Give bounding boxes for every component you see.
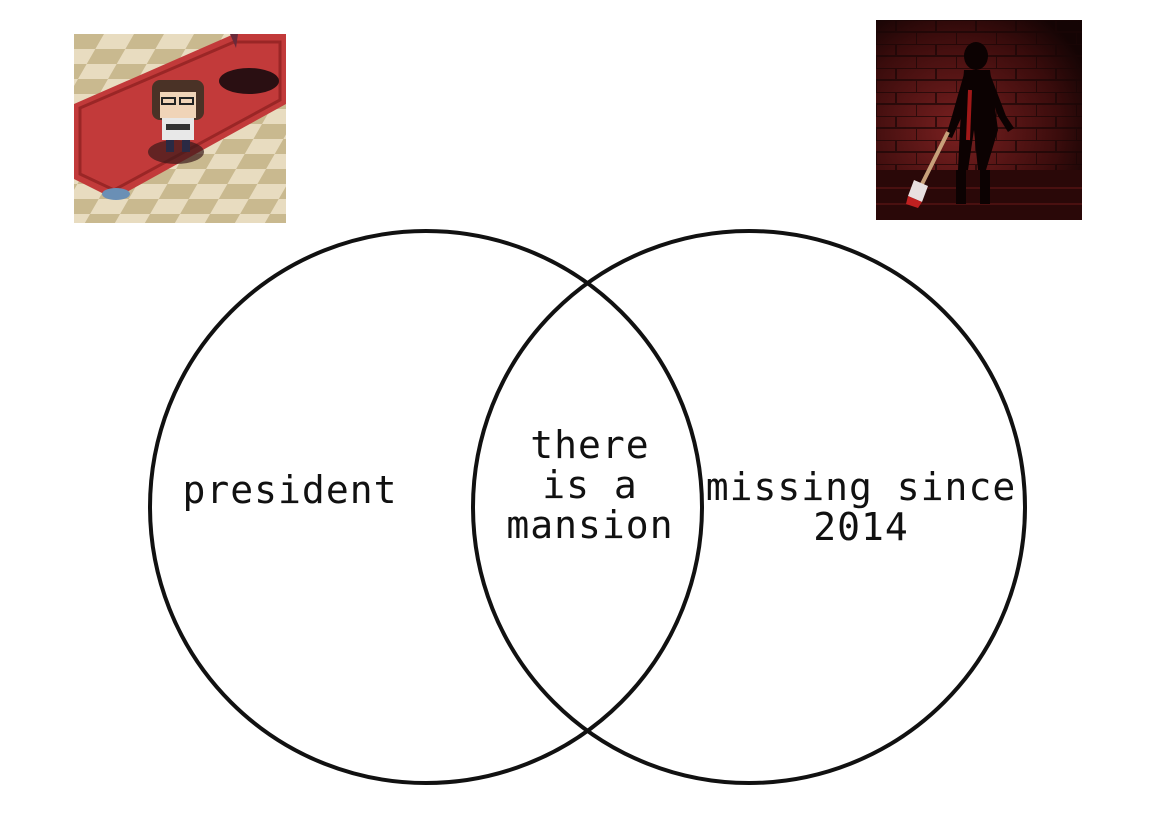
intersection-label: there is a mansion [506, 423, 674, 547]
pixel-girl-on-red-rug-image [74, 34, 286, 223]
right-set-circle [471, 229, 1027, 785]
right-set-label: missing since 2014 [705, 465, 1017, 549]
left-set-circle [148, 229, 704, 785]
left-set-label: president [182, 468, 398, 512]
shadow-figure-with-axe-image [876, 20, 1082, 220]
